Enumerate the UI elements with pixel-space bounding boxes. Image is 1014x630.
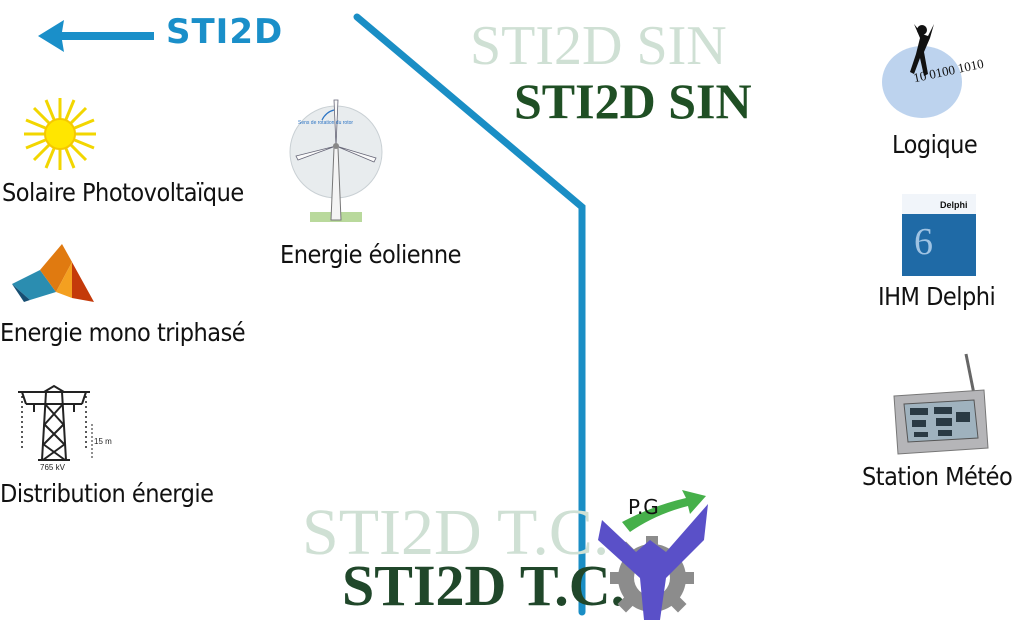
tc-item-label: Distribution énergie — [0, 479, 214, 508]
tc-item-distribution[interactable]: 15 m 765 kV Distribution énergie — [0, 384, 240, 514]
binary-figure-icon: 10 0100 1010 0111 001 1100 — [882, 24, 986, 118]
weather-station-icon — [893, 353, 989, 455]
back-label: STI2D — [166, 12, 284, 52]
arrow-left-icon — [38, 20, 154, 52]
sin-item-label: Logique — [892, 130, 978, 159]
delphi-box-icon: Delphi 6 — [902, 194, 976, 276]
tc-item-label: Solaire Photovoltaïque — [2, 178, 244, 207]
sin-item-ihm-delphi[interactable]: Delphi 6 IHM Delphi — [868, 192, 1008, 317]
tc-item-eolienne[interactable]: Sens de rotation du rotor Energie éolien… — [272, 92, 462, 277]
wind-turbine-icon: Sens de rotation du rotor — [289, 99, 383, 222]
matlab-surface-icon — [12, 244, 94, 302]
turbine-caption: Sens de rotation du rotor — [298, 120, 353, 126]
tc-item-label: Energie éolienne — [280, 240, 461, 269]
tc-item-mono-triphase[interactable]: Energie mono triphasé — [0, 240, 246, 355]
logo-text: P.G — [628, 495, 659, 519]
pylon-height-label: 15 m — [94, 437, 112, 446]
delphi-title: Delphi — [940, 200, 968, 210]
gear-logo-icon: P.G — [598, 490, 708, 620]
sin-item-label: IHM Delphi — [878, 282, 996, 311]
power-pylon-icon: 15 m 765 kV — [18, 384, 112, 472]
sun-icon — [24, 98, 96, 170]
sin-item-label: Station Météo — [862, 462, 1013, 491]
tc-item-label: Energie mono triphasé — [0, 318, 246, 347]
pg-logo[interactable]: P.G — [590, 480, 720, 625]
sin-item-station-meteo[interactable]: Station Météo — [860, 352, 1014, 497]
back-link[interactable]: STI2D — [34, 12, 314, 58]
sin-item-logique[interactable]: 10 0100 1010 0111 001 1100 Logique — [870, 18, 990, 168]
sin-title: STI2D SIN — [514, 73, 752, 129]
tc-title-shadow: STI2D T.C. — [302, 496, 610, 569]
tc-item-solar[interactable]: Solaire Photovoltaïque — [0, 94, 244, 219]
tc-title: STI2D T.C. — [342, 553, 626, 618]
sin-title-shadow: STI2D SIN — [470, 15, 727, 77]
delphi-version: 6 — [914, 221, 933, 263]
pylon-voltage-label: 765 kV — [40, 463, 66, 472]
